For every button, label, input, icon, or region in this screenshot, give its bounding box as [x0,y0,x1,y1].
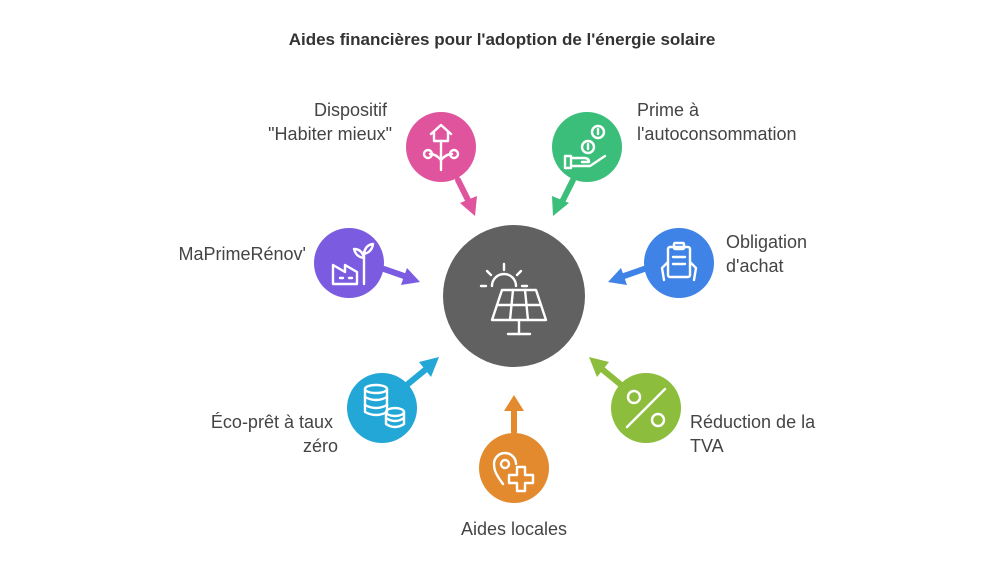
label-obligation-achat: Obligation d'achat [726,232,812,276]
label-reduction-tva: Réduction de la TVA [690,412,820,456]
clipboard-hands-icon [660,241,698,282]
center-node [443,225,585,367]
label-prime-autoconsommation: Prime à l'autoconsommation [637,100,797,144]
label-eco-pret: Éco-prêt à taux zéro [211,412,338,456]
factory-plant-icon [331,242,375,286]
label-aides-locales: Aides locales [461,519,567,539]
hand-coins-icon [563,124,607,170]
center-circle [443,225,585,367]
coin-stack-icon [363,383,406,429]
node-obligation-achat: Obligation d'achat [608,228,812,298]
solar-panel-icon [479,262,548,336]
location-plus-icon [492,451,535,493]
node-maprimerenov: MaPrimeRénov' [179,228,420,298]
house-plant-icon [422,123,460,172]
node-habiter-mieux: Dispositif "Habiter mieux" [268,100,477,216]
label-maprimerenov: MaPrimeRénov' [179,244,306,264]
node-eco-pret: Éco-prêt à taux zéro [211,357,439,456]
diagram-title: Aides financières pour l'adoption de l'é… [289,30,716,49]
node-aides-locales: Aides locales [461,395,567,539]
node-reduction-tva: Réduction de la TVA [589,357,820,456]
label-habiter-mieux: Dispositif "Habiter mieux" [268,100,392,144]
percent-icon [625,387,667,429]
node-prime-autoconsommation: Prime à l'autoconsommation [552,100,797,216]
